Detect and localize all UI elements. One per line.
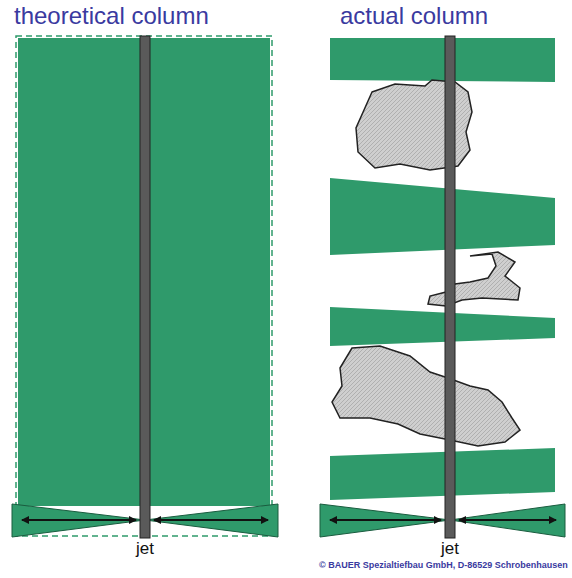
theoretical-column xyxy=(12,36,278,538)
column-title: theoretical column xyxy=(14,2,209,30)
column-title: actual column xyxy=(340,2,488,30)
jet-label: jet xyxy=(441,539,459,559)
actual-column xyxy=(320,36,565,538)
jet-label: jet xyxy=(136,539,154,559)
copyright-note: © BAUER Spezialtiefbau GmbH, D-86529 Sch… xyxy=(319,560,568,570)
